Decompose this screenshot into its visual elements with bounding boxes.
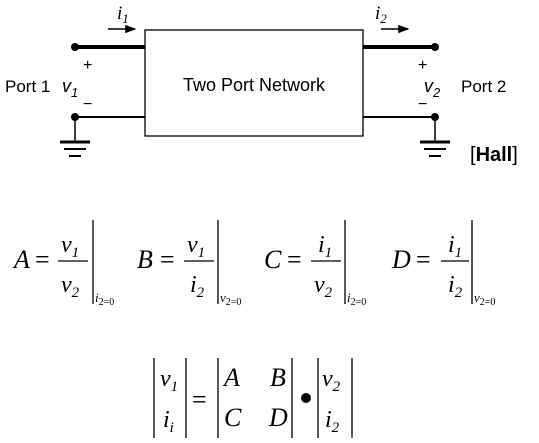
svg-text:v2=0: v2=0 [220, 290, 241, 308]
svg-text:i2: i2 [448, 272, 463, 301]
abcd-definitions: A = v1 v2 i2=0 B = v1 i2 v2=0 C = i1 v2 … [12, 220, 495, 308]
svg-text:i1: i1 [318, 232, 332, 261]
port2-top-terminal [431, 43, 439, 51]
svg-text:=: = [416, 245, 431, 274]
matrix-equation: v1 ii = A B C D v2 i2 [153, 358, 353, 438]
svg-text:i1: i1 [448, 232, 462, 261]
box-label: Two Port Network [183, 75, 326, 95]
matrix-entry: D [268, 403, 288, 432]
svg-text:i2=0: i2=0 [95, 290, 114, 308]
two-port-box [144, 29, 364, 137]
equation-c: C = i1 v2 i2=0 [264, 220, 366, 308]
svg-text:v2: v2 [314, 272, 333, 301]
equation-b: B = v1 i2 v2=0 [137, 220, 241, 308]
svg-text:i2: i2 [190, 272, 205, 301]
svg-text:=: = [35, 245, 50, 274]
svg-text:A: A [12, 245, 30, 274]
equation-d: D = i1 i2 v2=0 [391, 220, 495, 308]
right-vector-entry: i2 [325, 407, 340, 436]
svg-text:B: B [137, 245, 153, 274]
circuit: i1 i2 Two Port Network [5, 3, 518, 166]
svg-text:v2=0: v2=0 [474, 290, 495, 308]
port2-plus-sign: + [418, 57, 427, 74]
port2-label: Port 2 [461, 77, 506, 96]
port1-top-terminal [71, 43, 79, 51]
matrix-entry: C [224, 403, 242, 432]
citation: [Hall] [470, 144, 518, 166]
matrix-eq-sign: = [192, 385, 207, 414]
multiply-dot-icon [301, 393, 311, 403]
svg-text:v1: v1 [187, 232, 205, 261]
equation-a: A = v1 v2 i2=0 [12, 220, 114, 308]
port2-minus-sign: − [418, 96, 427, 113]
right-vector-entry: v2 [322, 366, 341, 395]
port1-plus-sign: + [83, 57, 92, 74]
port1-minus-sign: − [83, 96, 92, 113]
svg-text:D: D [391, 245, 411, 274]
ground-right-icon [420, 117, 450, 157]
svg-text:=: = [287, 245, 302, 274]
left-vector-entry: v1 [160, 366, 178, 395]
matrix-entry: B [270, 363, 286, 392]
matrix-entry: A [222, 363, 240, 392]
svg-text:i2=0: i2=0 [347, 290, 366, 308]
svg-text:=: = [160, 245, 175, 274]
svg-text:C: C [264, 245, 282, 274]
v2-label: v2 [424, 76, 441, 100]
current-i1-label: i1 [117, 3, 129, 26]
v1-label: v1 [62, 76, 78, 100]
port1-label: Port 1 [5, 77, 50, 96]
ground-left-icon [60, 117, 90, 157]
left-vector-entry: ii [163, 407, 174, 436]
current-i2-label: i2 [375, 3, 387, 26]
svg-text:v2: v2 [61, 272, 80, 301]
svg-text:v1: v1 [61, 232, 79, 261]
